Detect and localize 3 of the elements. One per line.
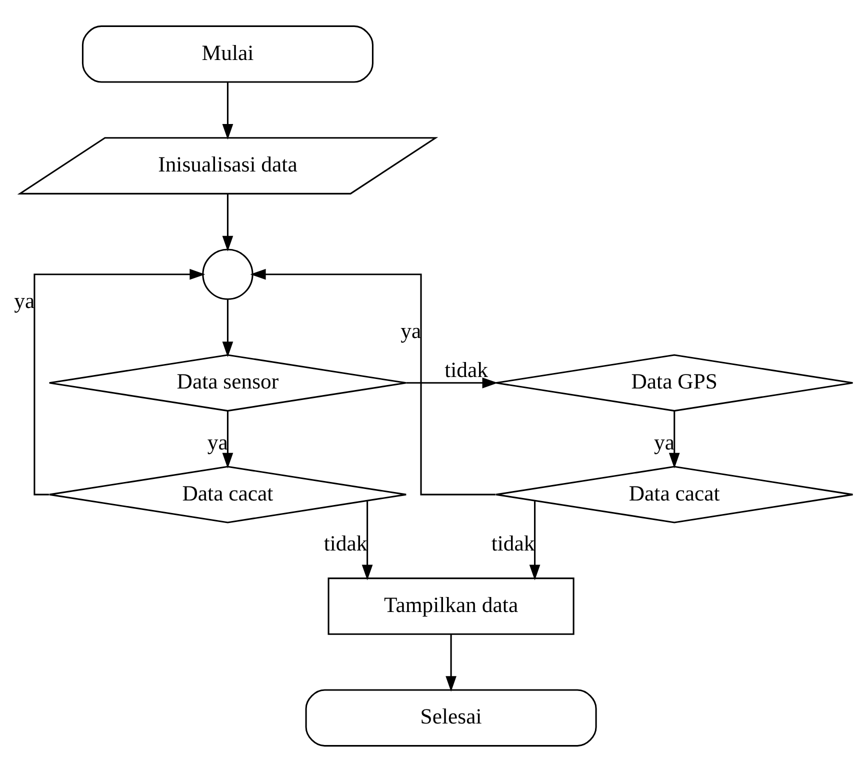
edge-label: ya bbox=[207, 430, 228, 454]
edge-label: tidak bbox=[444, 358, 488, 382]
edge-label: ya bbox=[400, 318, 422, 342]
